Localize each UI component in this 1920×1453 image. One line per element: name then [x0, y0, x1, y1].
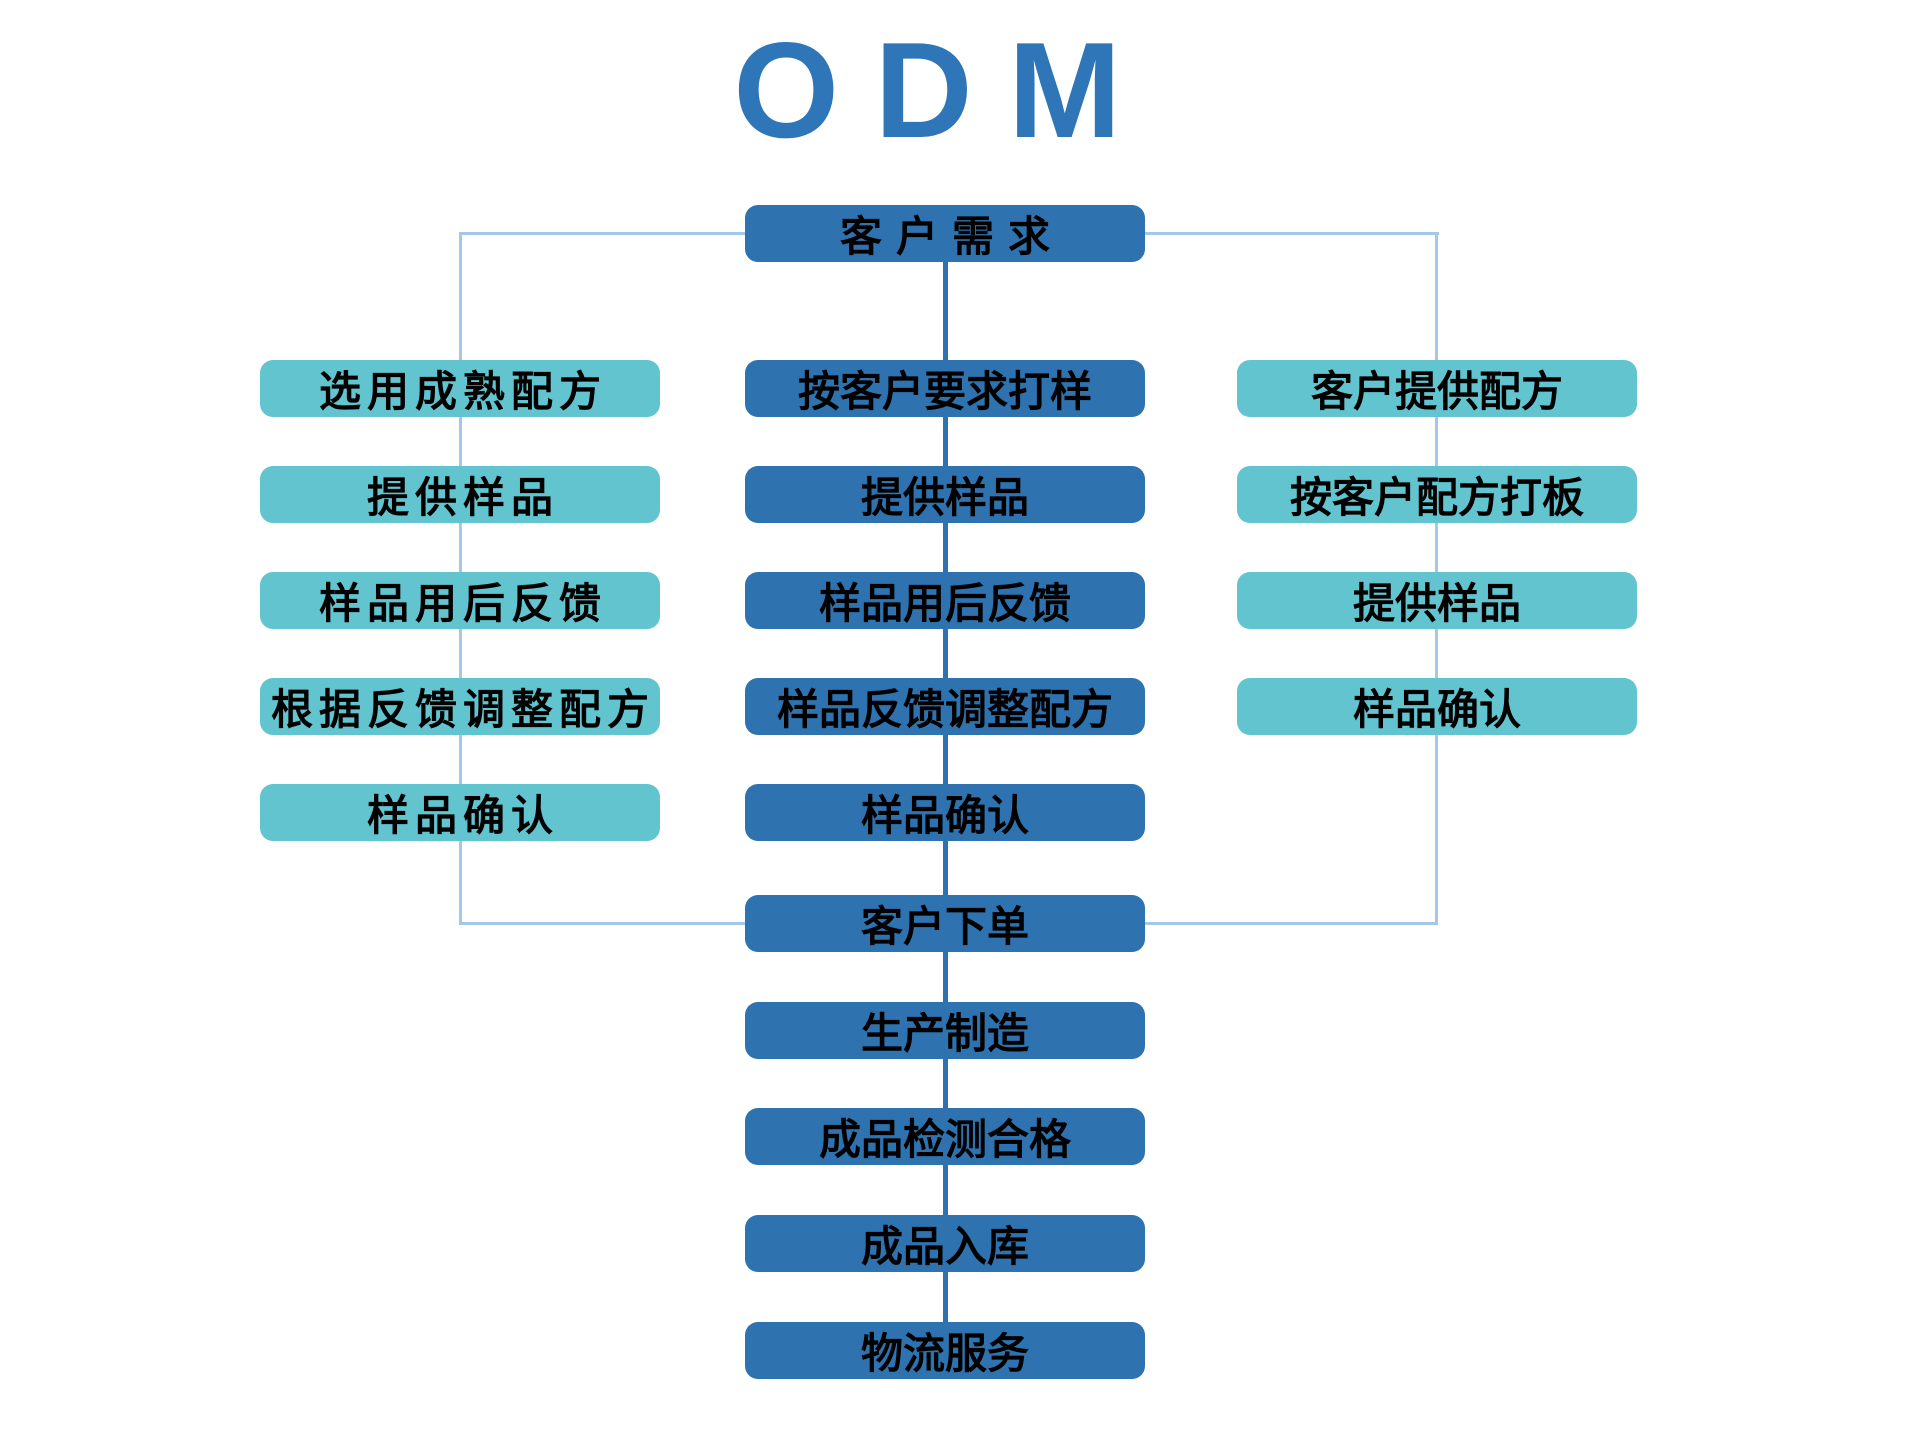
- connector-top-left-horizontal: [460, 232, 745, 235]
- node-customer-requirement: 客户需求: [745, 205, 1145, 262]
- node-provide-samples-right: 提供样品: [1237, 572, 1637, 629]
- node-sample-feedback-middle: 样品用后反馈: [745, 572, 1145, 629]
- node-logistics-service: 物流服务: [745, 1322, 1145, 1379]
- node-customer-order: 客户下单: [745, 895, 1145, 952]
- node-adjust-formula-per-sample-feedback: 样品反馈调整配方: [745, 678, 1145, 735]
- node-provide-samples-middle: 提供样品: [745, 466, 1145, 523]
- node-sampling-per-customer-request: 按客户要求打样: [745, 360, 1145, 417]
- node-select-mature-formula: 选用成熟配方: [260, 360, 660, 417]
- connector-bottom-right-horizontal: [1145, 922, 1438, 925]
- connector-top-right-horizontal: [1145, 232, 1439, 235]
- node-finished-product-warehousing: 成品入库: [745, 1215, 1145, 1272]
- connector-bottom-left-horizontal: [460, 922, 745, 925]
- node-customer-provided-formula: 客户提供配方: [1237, 360, 1637, 417]
- node-proofing-per-customer-formula: 按客户配方打板: [1237, 466, 1637, 523]
- node-sample-confirmation-left: 样品确认: [260, 784, 660, 841]
- page-title: ODM: [733, 14, 1157, 166]
- node-sample-feedback-left: 样品用后反馈: [260, 572, 660, 629]
- node-finished-product-inspection: 成品检测合格: [745, 1108, 1145, 1165]
- node-sample-confirmation-middle: 样品确认: [745, 784, 1145, 841]
- node-adjust-formula-per-feedback: 根据反馈调整配方: [260, 678, 660, 735]
- node-provide-samples-left: 提供样品: [260, 466, 660, 523]
- node-sample-confirmation-right: 样品确认: [1237, 678, 1637, 735]
- node-production-manufacturing: 生产制造: [745, 1002, 1145, 1059]
